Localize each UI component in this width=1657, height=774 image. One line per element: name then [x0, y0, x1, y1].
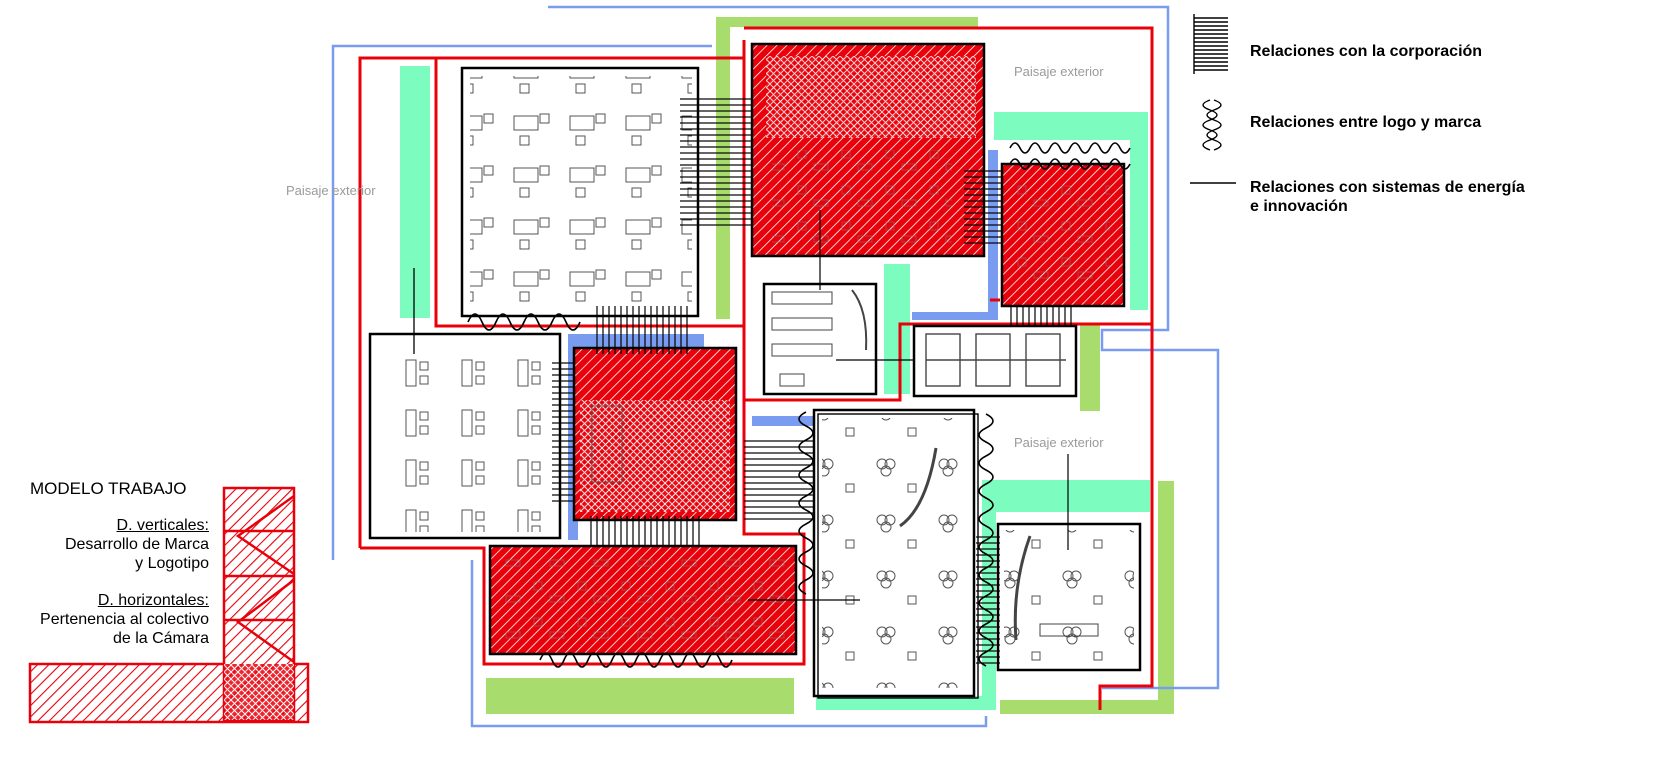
hatched-block-top — [750, 42, 1004, 258]
model-horizontales-heading: D. horizontales: — [97, 592, 209, 609]
legend-energia-label-line2: e innovación — [1250, 198, 1348, 215]
loops-top-left — [467, 313, 581, 331]
hatched-block-center — [572, 306, 738, 556]
legend-logo-marca-label: Relaciones entre logo y marca — [1250, 114, 1482, 131]
model-title: MODELO TRABAJO — [30, 479, 187, 498]
landscape-label-top-right: Paisaje exterior — [1014, 64, 1104, 79]
model-horizontales-line2: de la Cámara — [112, 630, 209, 647]
hatched-block-right — [1000, 142, 1131, 330]
model-horizontales-line1: Pertenencia al colectivo — [40, 611, 209, 628]
legend-corporacion-label: Relaciones con la corporación — [1250, 43, 1483, 60]
legend-energia-label-line1: Relaciones con sistemas de energía — [1250, 179, 1525, 196]
green-bands — [486, 17, 1174, 714]
model-verticales-heading: D. verticales: — [116, 517, 209, 534]
legend-logo-marca-icon — [1202, 99, 1222, 151]
model-diagram — [28, 486, 310, 724]
machine-room — [912, 324, 1078, 398]
model-verticales: D. verticales: Desarrollo de Marca y Log… — [0, 516, 209, 573]
hatched-block-bottom — [488, 544, 798, 668]
model-horizontales: D. horizontales: Pertenencia al colectiv… — [0, 591, 209, 648]
service-room — [762, 210, 930, 396]
office-top-left — [460, 66, 764, 318]
lounge-bottom-right — [976, 454, 1142, 672]
landscape-label-right: Paisaje exterior — [1014, 435, 1104, 450]
landscape-label-left: Paisaje exterior — [286, 183, 376, 198]
model-verticales-line2: y Logotipo — [135, 555, 209, 572]
blue-routes — [331, 5, 1220, 728]
office-left — [368, 332, 588, 540]
model-verticales-line1: Desarrollo de Marca — [64, 536, 209, 553]
garden-lounge — [744, 408, 994, 698]
legend-corporacion-icon — [1193, 14, 1228, 74]
